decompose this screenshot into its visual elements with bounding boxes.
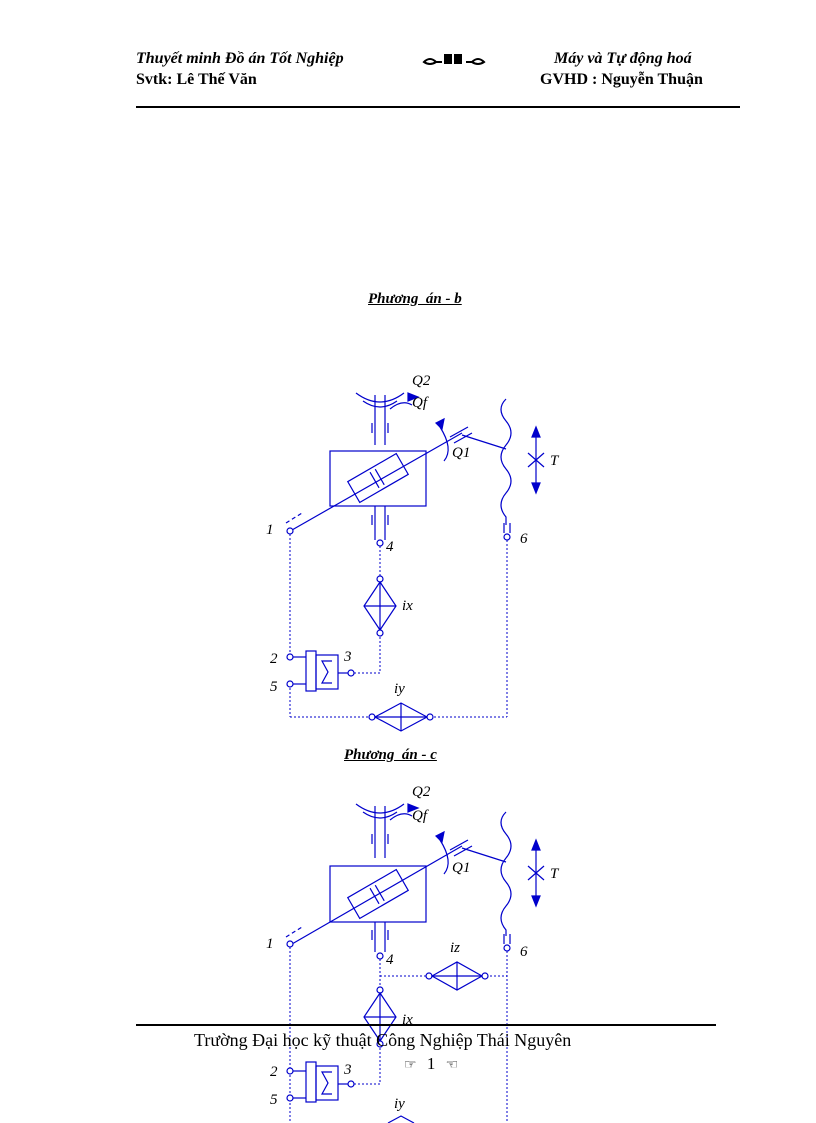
label-q1: Q1 [452, 445, 470, 461]
kinematic-diagram-c: Q2 Qf Q1 T 1 4 6 iz ix 3 2 5 iy [266, 784, 560, 1123]
rotation-arc-inner [362, 400, 398, 408]
label-5: 5 [270, 1092, 278, 1108]
caption-phuong-an-b: Phương án - b [368, 291, 462, 307]
label-qf: Qf [412, 808, 429, 824]
rotation-arc-outer [355, 392, 405, 403]
label-q2: Q2 [412, 784, 431, 800]
label-iy: iy [394, 681, 405, 697]
label-q2: Q2 [412, 373, 431, 389]
label-1: 1 [266, 936, 274, 952]
summation-box [315, 654, 339, 690]
book-ornament-icon [422, 54, 486, 65]
label-qf: Qf [412, 395, 429, 411]
gear-box [329, 450, 427, 507]
label-ix: ix [402, 1012, 413, 1028]
label-6: 6 [520, 944, 528, 960]
label-5: 5 [270, 679, 278, 695]
diagonal-shaft [291, 432, 463, 531]
label-2: 2 [270, 1064, 278, 1080]
footer-page: ☞ 1 ☜ [404, 1054, 458, 1074]
label-iy: iy [394, 1096, 405, 1112]
label-q1: Q1 [452, 860, 470, 876]
label-iz: iz [450, 940, 460, 956]
label-3: 3 [343, 1062, 352, 1078]
gear-box [329, 865, 427, 923]
label-6: 6 [520, 531, 528, 547]
header-ornament [422, 50, 488, 73]
label-4: 4 [386, 539, 394, 555]
tilted-gear [346, 452, 410, 504]
kinematic-diagram-b: Q2 Qf Q1 T 1 4 6 ix 3 2 5 iy [266, 373, 560, 732]
label-t: T [550, 453, 560, 469]
header-student: Svtk: Lê Thế Văn [136, 71, 257, 88]
hand-pointing-left-icon: ☜ [445, 1058, 459, 1073]
label-t: T [550, 866, 560, 882]
footer-school: Trường Đại học kỹ thuật Công Nghiệp Thái… [194, 1030, 572, 1050]
header-title: Thuyết minh Đồ án Tốt Nghiệp [136, 50, 344, 67]
caption-phuong-an-c: Phương án - c [344, 747, 437, 763]
hand-pointing-right-icon: ☞ [404, 1058, 417, 1073]
header-advisor: GVHD : Nguyễn Thuận [540, 71, 703, 88]
label-3: 3 [343, 649, 352, 665]
header-subject: Máy và Tự động hoá [554, 50, 692, 67]
header-rule [136, 106, 740, 108]
label-1: 1 [266, 522, 274, 538]
page-number: 1 [426, 1054, 436, 1073]
label-4: 4 [386, 952, 394, 968]
label-2: 2 [270, 651, 278, 667]
label-ix: ix [402, 598, 413, 614]
footer-rule [136, 1024, 716, 1026]
